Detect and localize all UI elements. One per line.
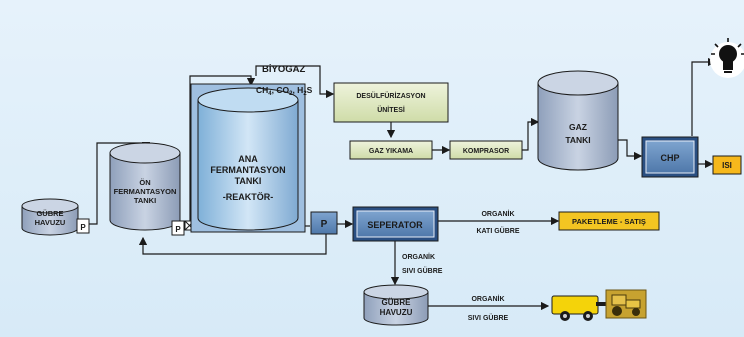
pump-small-1-label: P [80,223,86,232]
organik-kati-line1: ORGANİK [481,210,514,218]
chp-label: CHP [660,153,679,163]
gaz-tanki-line2: TANKI [565,135,590,145]
pump-small-1: P [76,218,90,234]
desulfurizasyon-line2: ÜNİTESİ [377,105,405,114]
desulfurizasyon-unit: DESÜLFÜRİZASYON ÜNİTESİ [333,82,449,123]
isi-label: ISI [722,161,732,170]
organik-kati-line2: KATI GÜBRE [476,226,519,235]
organik-sivi-1-line2: SIVI GÜBRE [402,266,443,275]
organik-sivi-2-line2: SIVI GÜBRE [468,313,509,322]
kompresor-unit: KOMPRASOR [449,140,523,160]
seperator-label: SEPERATOR [367,220,423,230]
chp-unit: CHP [641,136,699,178]
ana-fermantasyon-line1: ANA [238,154,258,164]
light-bulb-icon [710,38,744,78]
paketleme-satis-box: PAKETLEME - SATIŞ [558,211,660,231]
isi-output: ISI [712,155,742,175]
pump-small-2-label: P [175,225,181,234]
pump-main-label: P [321,219,328,230]
organik-sivi-2-line1: ORGANİK [471,295,504,303]
gaz-tanki: GAZ TANKI [537,70,619,171]
on-fermantasyon-line1: ÖN [139,178,150,187]
on-fermantasyon-tank: ÖN FERMANTASYON TANKI [109,142,181,231]
on-fermantasyon-line3: TANKI [134,196,156,205]
pump-main: P [310,211,338,235]
biogas-composition: CH4, CO2, H2S [256,85,313,97]
ana-fermantasyon-reactor: ANA FERMANTASYON TANKI -REAKTÖR- [190,83,306,233]
gubre-havuzu-bottom-line1: GÜBRE [382,298,412,307]
gubre-havuzu-left-tank: GÜBRE HAVUZU [21,198,79,236]
gaz-yikama-unit: GAZ YIKAMA [349,140,433,160]
ana-fermantasyon-line3: TANKI [235,176,262,186]
on-fermantasyon-line2: FERMANTASYON [114,187,177,196]
gubre-havuzu-left-line1: GÜBRE [36,209,63,218]
flow-lines [88,57,717,311]
paketleme-label: PAKETLEME - SATIŞ [572,217,646,226]
gaz-yikama-label: GAZ YIKAMA [369,148,413,155]
gubre-havuzu-bottom-tank: GÜBRE HAVUZU [363,284,429,326]
gubre-havuzu-left-line2: HAVUZU [35,218,66,227]
gaz-tanki-line1: GAZ [569,122,587,132]
ana-fermantasyon-line2: FERMANTASYON [210,165,285,175]
seperator-unit: SEPERATOR [352,206,439,242]
ana-fermantasyon-line4: -REAKTÖR- [223,192,274,202]
biyogaz-label: BİYOGAZ [262,64,305,75]
pump-small-2: P [171,220,185,236]
gubre-havuzu-bottom-line2: HAVUZU [380,308,413,317]
kompresor-label: KOMPRASOR [463,148,509,155]
desulfurizasyon-line1: DESÜLFÜRİZASYON [356,91,425,100]
organik-sivi-1-line1: ORGANİK [402,253,435,261]
tractor-icon [551,289,647,321]
